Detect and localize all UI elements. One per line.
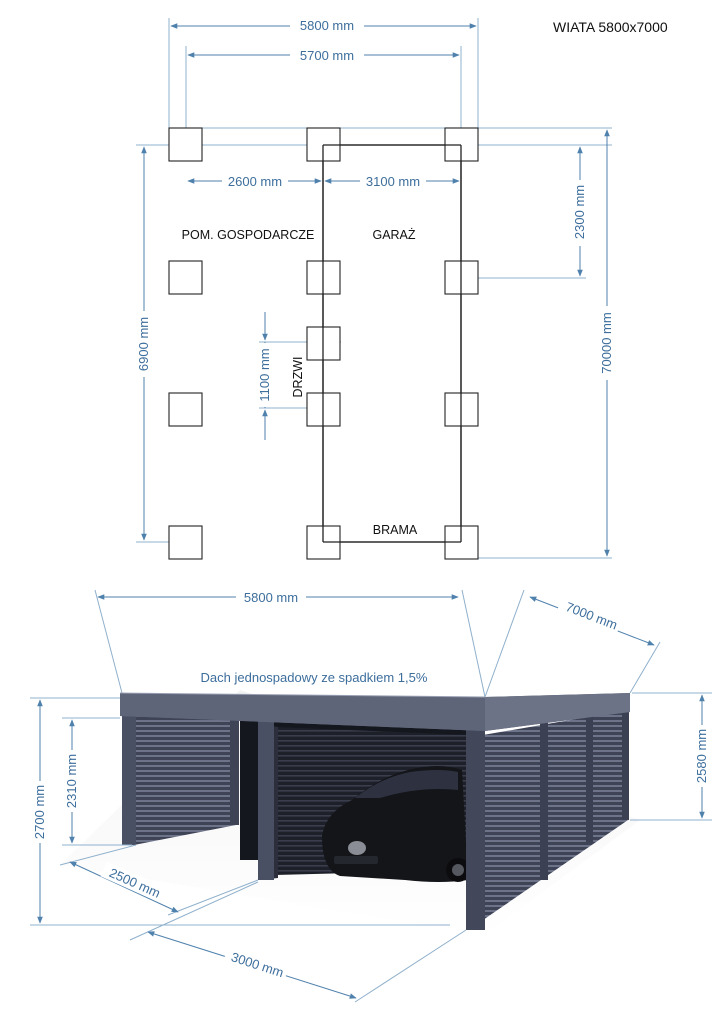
room-label-garage: GARAŻ xyxy=(372,228,415,242)
plan-view: 5800 mm 5700 mm 2600 mm 3100 mm 2300 mm … xyxy=(136,17,615,560)
gate-label: BRAMA xyxy=(373,523,418,537)
dim-left-depth: 6900 mm xyxy=(136,317,151,371)
front-right-post xyxy=(466,722,485,930)
persp-dim-width: 5800 mm xyxy=(244,590,298,605)
front-left-post xyxy=(122,700,136,845)
post xyxy=(168,127,203,162)
persp-dim-bay-right: 3000 mm xyxy=(229,949,285,980)
post xyxy=(168,525,203,560)
dim-right-depth: 70000 mm xyxy=(599,312,614,373)
dim-total-width: 5800 mm xyxy=(300,18,354,33)
roof-note: Dach jednospadowy ze spadkiem 1,5% xyxy=(201,670,428,685)
dim-inner-width: 5700 mm xyxy=(300,48,354,63)
car-illustration xyxy=(322,766,470,882)
dim-right-bay: 3100 mm xyxy=(366,174,420,189)
post xyxy=(168,260,203,295)
door-label: DRZWI xyxy=(291,357,305,398)
persp-dim-depth: 7000 mm xyxy=(564,599,620,632)
dim-front-depth: 2300 mm xyxy=(572,185,587,239)
persp-dim-height-total: 2700 mm xyxy=(32,785,47,839)
dim-door: 1100 mm xyxy=(257,348,272,401)
post xyxy=(168,392,203,427)
dim-left-bay: 2600 mm xyxy=(228,174,282,189)
perspective-view: 5800 mm 7000 mm Dach jednospadowy ze spa… xyxy=(30,589,712,1003)
persp-dim-bay-left-line xyxy=(69,861,179,913)
front-middle-post xyxy=(258,718,274,880)
drawing-title: WIATA 5800x7000 xyxy=(553,19,668,35)
persp-dim-height-inner: 2310 mm xyxy=(64,754,79,808)
room-label-storage: POM. GOSPODARCZE xyxy=(182,228,315,242)
persp-dim-height-right: 2580 mm xyxy=(694,729,709,783)
